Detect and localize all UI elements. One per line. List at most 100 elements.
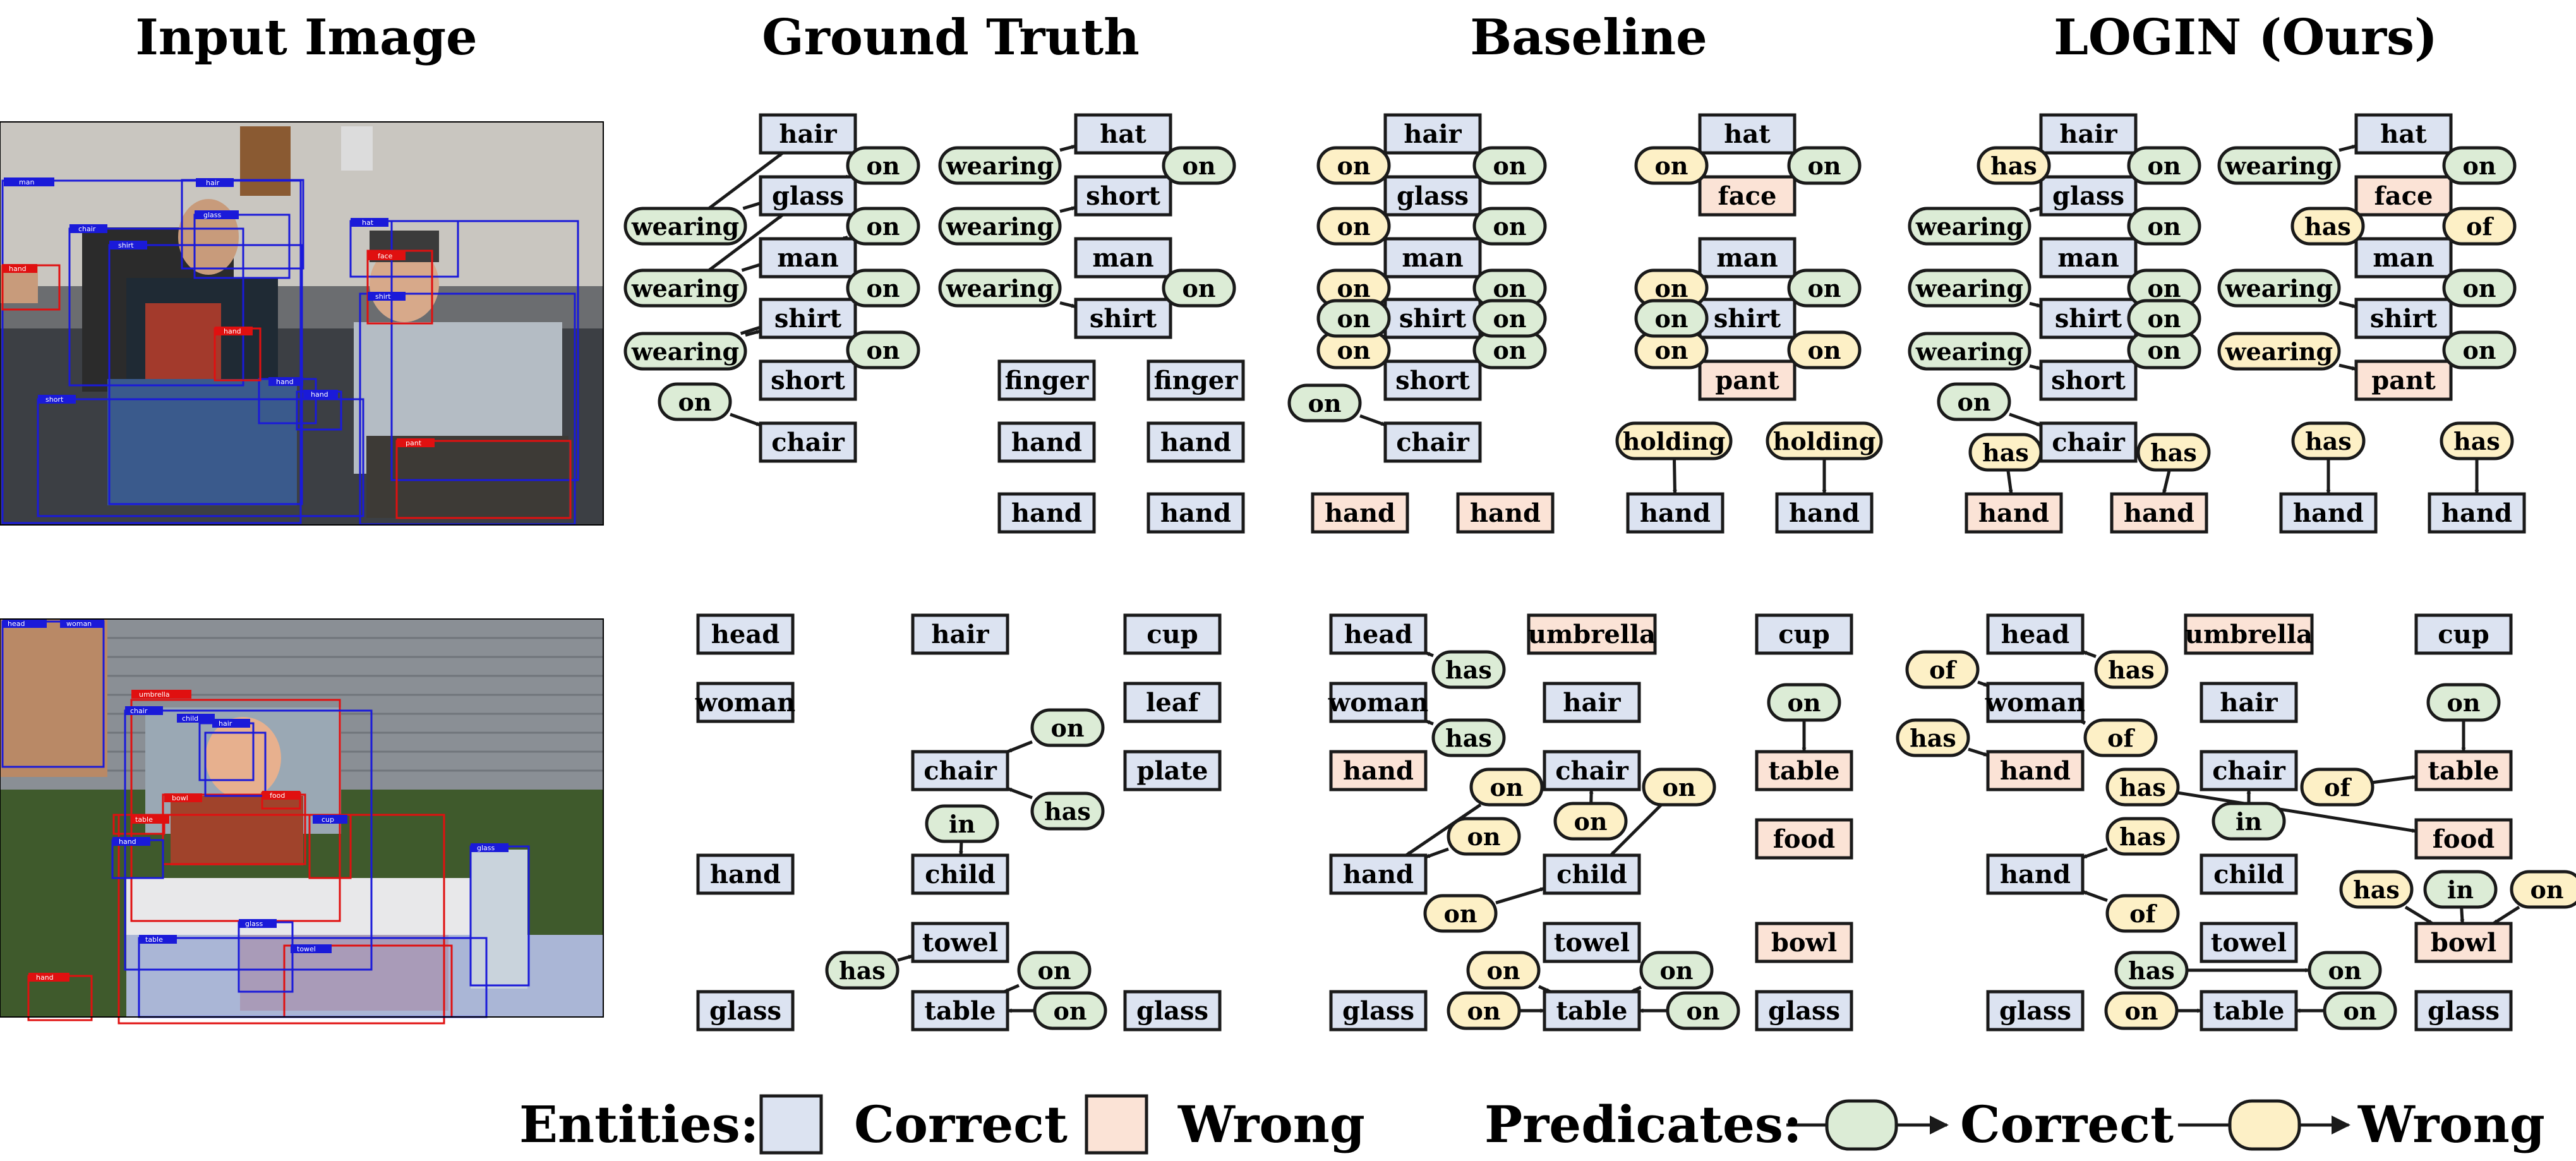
predicate-wearing-row1-gt-8: wearing: [625, 334, 745, 369]
legend-predicate-correct-text: Correct: [1960, 1093, 2174, 1156]
predicate-wearing-row1-gt-7: wearing: [625, 270, 745, 306]
predicate-on-row2-baseline-22: on: [1641, 953, 1712, 988]
entity-child-row2-gt-11: child: [913, 855, 1008, 893]
predicate-on-row1-ours-10: on: [2129, 148, 2200, 183]
predicate-wearing-row1-gt-6: wearing: [625, 208, 745, 244]
svg-text:on: on: [1655, 152, 1688, 180]
svg-text:table: table: [1556, 996, 1627, 1026]
edge-row2-ours-8: [2405, 907, 2433, 923]
predicate-has-row1-ours-34: has: [2441, 423, 2512, 459]
predicate-has-row1-ours-26: has: [2292, 208, 2363, 244]
photo1-tag-face: face: [378, 252, 393, 260]
photo1-tag-short: short: [45, 395, 64, 404]
entity-man-row1-baseline-21: man: [1700, 239, 1795, 277]
svg-text:hair: hair: [779, 119, 837, 149]
svg-text:umbrella: umbrella: [2185, 620, 2313, 649]
svg-text:hair: hair: [2059, 119, 2117, 149]
svg-text:on: on: [1337, 304, 1371, 333]
svg-text:wearing: wearing: [946, 274, 1054, 303]
predicate-on-row2-baseline-10: on: [1471, 769, 1542, 805]
svg-text:hair: hair: [931, 620, 989, 649]
legend-entities-label: Entities:: [519, 1093, 759, 1156]
entity-glass-row2-ours-28: glass: [1988, 992, 2083, 1030]
svg-text:leaf: leaf: [1146, 688, 1201, 718]
entity-glass-row2-baseline-27: glass: [1757, 992, 1851, 1030]
predicate-of-row2-ours-3: of: [1907, 652, 1978, 687]
svg-text:wearing: wearing: [946, 212, 1054, 241]
edge-row2-baseline-6: [1496, 888, 1544, 903]
predicate-wearing-row1-ours-9: wearing: [1910, 334, 2030, 369]
entity-man-row1-gt-2: man: [761, 239, 855, 277]
entity-hand-row2-baseline-16: hand: [1331, 855, 1426, 893]
entity-table-row2-ours-12: table: [2416, 752, 2511, 790]
svg-text:wearing: wearing: [1915, 274, 2023, 303]
predicate-has-row2-ours-16: has: [2107, 819, 2178, 854]
svg-text:short: short: [1086, 181, 1160, 211]
svg-text:hair: hair: [2220, 688, 2278, 718]
entity-hand-row1-gt-25: hand: [999, 423, 1094, 461]
svg-text:face: face: [2374, 181, 2433, 211]
svg-text:holding: holding: [1623, 427, 1726, 455]
svg-text:man: man: [1092, 243, 1153, 273]
entity-chair-row2-ours-11: chair: [2201, 752, 2296, 790]
svg-text:of: of: [2129, 899, 2157, 928]
entity-woman-row2-gt-3: woman: [695, 683, 795, 721]
svg-text:hand: hand: [1789, 498, 1860, 528]
entity-child-row2-baseline-17: child: [1544, 855, 1639, 893]
svg-text:on: on: [1655, 274, 1688, 303]
svg-text:food: food: [1773, 824, 1836, 854]
svg-text:has: has: [2353, 875, 2400, 904]
entity-face-row1-ours-21: face: [2356, 177, 2451, 215]
svg-text:towel: towel: [1554, 928, 1630, 958]
predicate-on-row2-baseline-21: on: [1468, 953, 1539, 988]
svg-text:hat: hat: [2380, 119, 2427, 149]
svg-text:of: of: [2466, 212, 2494, 241]
predicate-on-row2-ours-25: on: [2309, 953, 2380, 988]
svg-text:has: has: [1445, 656, 1492, 684]
edge-row1-ours-11: [2339, 146, 2356, 150]
svg-text:on: on: [1493, 336, 1527, 364]
predicate-wearing-row1-ours-27: wearing: [2219, 270, 2339, 306]
svg-text:hand: hand: [1160, 428, 1231, 457]
svg-text:wearing: wearing: [631, 212, 739, 241]
predicate-on-row2-baseline-26: on: [1668, 993, 1738, 1028]
svg-text:hand: hand: [2441, 498, 2512, 528]
photo2-tag-hand-2: hand: [36, 973, 54, 982]
photo1-tag-hair: hair: [206, 179, 220, 187]
svg-text:short: short: [2051, 366, 2126, 395]
svg-text:on: on: [1493, 304, 1527, 333]
photo2-tag-woman: woman: [66, 620, 92, 628]
entity-umbrella-row2-baseline-1: umbrella: [1528, 615, 1656, 653]
svg-text:on: on: [1337, 274, 1371, 303]
svg-text:has: has: [839, 956, 886, 985]
entity-hand-row1-ours-35: hand: [2281, 494, 2376, 532]
photo2-tag-umbrella: umbrella: [139, 690, 170, 699]
svg-text:on: on: [1183, 152, 1216, 180]
svg-text:table: table: [924, 996, 996, 1026]
svg-text:on: on: [1808, 336, 1841, 364]
edge-row2-ours-1: [2083, 652, 2096, 657]
photo1-tag-hand-left: hand: [9, 265, 27, 273]
svg-text:shirt: shirt: [1090, 304, 1157, 334]
svg-text:has: has: [2453, 427, 2500, 455]
svg-text:hand: hand: [1343, 860, 1414, 889]
photo1-tag-chair: chair: [78, 225, 96, 233]
edge-row2-gt-1: [1008, 788, 1032, 798]
entity-woman-row2-baseline-4: woman: [1328, 683, 1428, 721]
svg-text:chair: chair: [2212, 756, 2286, 786]
predicate-of-row2-ours-23: of: [2107, 896, 2178, 931]
edge-row2-gt-3: [898, 956, 913, 960]
entity-glass-row2-baseline-23: glass: [1331, 992, 1426, 1030]
entity-chair-row1-ours-5: chair: [2041, 423, 2136, 461]
predicate-on-row1-gt-22: on: [1164, 270, 1234, 306]
svg-text:head: head: [1344, 620, 1412, 649]
legend-predicate-wrong-swatch: [2230, 1101, 2299, 1149]
predicate-of-row1-ours-30: of: [2444, 208, 2515, 244]
predicate-on-row1-ours-29: on: [2444, 148, 2515, 183]
edge-row2-ours-10: [2493, 907, 2519, 923]
predicate-on-row1-baseline-25: on: [1789, 148, 1860, 183]
predicate-on-row1-baseline-12: on: [1474, 208, 1545, 244]
predicate-on-row2-baseline-6: on: [1769, 685, 1839, 720]
svg-text:man: man: [2373, 243, 2434, 273]
svg-text:hand: hand: [2000, 756, 2071, 786]
